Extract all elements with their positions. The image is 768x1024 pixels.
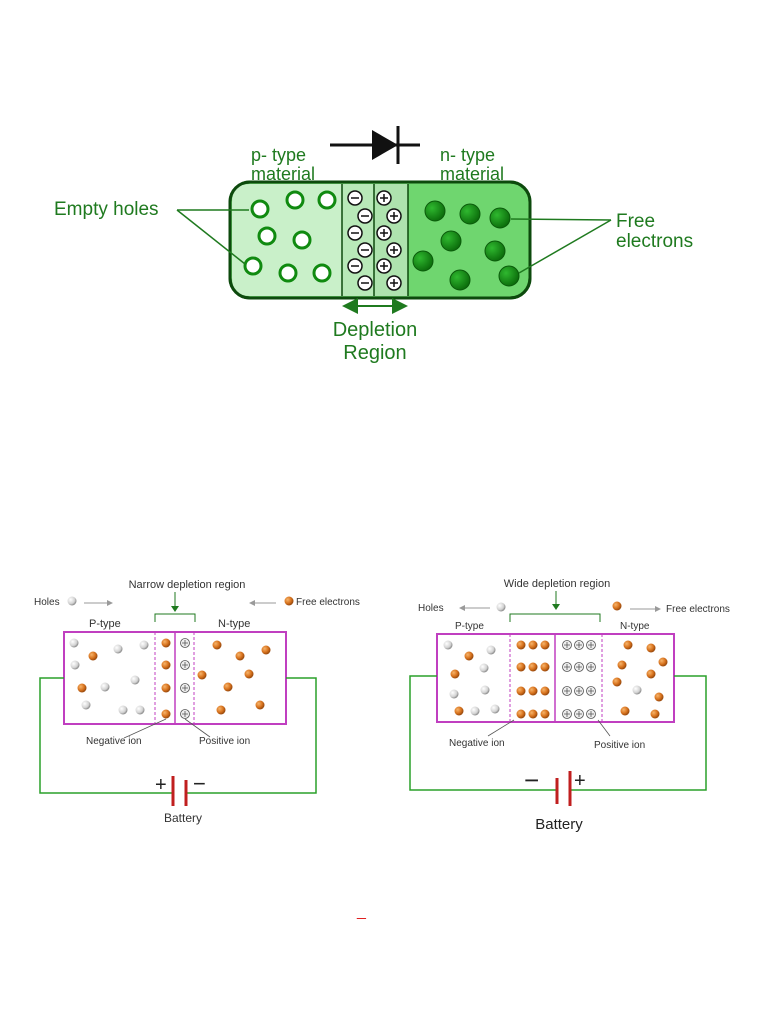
reverse-plus-sign: + <box>574 770 586 792</box>
hole <box>257 226 277 246</box>
positive-ion-label: Positive ion <box>199 736 250 747</box>
forward-holes <box>69 638 149 715</box>
reverse-positive-ions <box>562 640 596 719</box>
depletion-region-label-line1: Depletion <box>333 319 418 341</box>
negative-ion-label: Negative ion <box>86 736 142 747</box>
free-electrons-label: Free electrons <box>666 604 730 615</box>
positive-ion-icon <box>386 275 402 291</box>
reverse-electrons <box>450 640 668 719</box>
positive-ion-icon <box>376 190 392 206</box>
hole <box>243 256 263 276</box>
negative-ion-label: Negative ion <box>449 738 505 749</box>
hole <box>285 190 305 210</box>
p-type-label: P-type <box>455 621 484 632</box>
reverse-bias-diagram: Wide depletion region Holes Free electro… <box>409 578 730 833</box>
hole <box>317 190 337 210</box>
p-type-label: P-type <box>89 618 121 630</box>
negative-ion-icon <box>357 242 373 258</box>
n-type-label-line2: material <box>440 164 504 184</box>
negative-ion-icon <box>357 275 373 291</box>
hole <box>312 263 332 283</box>
reverse-holes <box>443 640 642 716</box>
free-electrons-label-line2: electrons <box>616 231 693 252</box>
n-type-label: N-type <box>620 621 650 632</box>
n-type-label-line1: n- type <box>440 145 495 165</box>
negative-ion-icon <box>347 190 363 206</box>
forward-wire-right <box>187 677 317 794</box>
reverse-battery-icon <box>555 771 572 806</box>
electron <box>459 203 481 225</box>
electron <box>424 200 446 222</box>
free-electrons-label: Free electrons <box>296 597 360 608</box>
forward-battery-icon <box>171 776 188 806</box>
depletion-region-label-line2: Region <box>343 342 406 364</box>
positive-ion-icon <box>386 208 402 224</box>
electron <box>412 250 434 272</box>
reverse-wire-right <box>571 675 707 791</box>
electron <box>449 269 471 291</box>
hole-legend-icon <box>67 596 77 606</box>
free-electrons-group <box>412 200 520 291</box>
electron <box>440 230 462 252</box>
positive-ion-icon <box>386 242 402 258</box>
narrow-depletion-title: Narrow depletion region <box>129 579 246 591</box>
hole <box>278 263 298 283</box>
free-electrons-leader <box>518 219 612 274</box>
positive-ion-label: Positive ion <box>594 740 645 751</box>
pn-junction-diagram: p- type material n- type material <box>54 126 693 364</box>
diode-symbol-icon <box>330 126 420 164</box>
forward-positive-ions <box>180 638 190 719</box>
electron <box>489 207 511 229</box>
forward-wire-left <box>39 677 172 794</box>
empty-holes-leader <box>176 209 246 265</box>
empty-holes-group <box>243 190 337 283</box>
hole <box>292 230 312 250</box>
reverse-minus-sign: − <box>524 765 539 795</box>
negative-ion-icon <box>357 208 373 224</box>
p-type-label-line2: material <box>251 164 315 184</box>
electron <box>498 265 520 287</box>
forward-minus-sign: − <box>193 771 206 796</box>
electron-legend-icon <box>612 601 622 611</box>
p-type-label-line1: p- type <box>251 145 306 165</box>
negative-ion-icon <box>347 225 363 241</box>
holes-label: Holes <box>34 597 60 608</box>
forward-plus-sign: + <box>155 774 167 796</box>
negative-ions-group <box>347 190 373 291</box>
wide-depletion-title: Wide depletion region <box>504 578 610 590</box>
electron-legend-icon <box>284 596 294 606</box>
positive-ions-group <box>376 190 402 291</box>
empty-holes-label: Empty holes <box>54 199 159 220</box>
forward-negative-ions <box>161 638 171 719</box>
forward-electrons <box>77 640 271 715</box>
hole <box>250 199 270 219</box>
reverse-battery-label: Battery <box>535 816 583 833</box>
reverse-wire-left <box>409 675 556 791</box>
n-type-label: N-type <box>218 618 250 630</box>
negative-ion-icon <box>347 258 363 274</box>
free-electrons-leader <box>510 218 612 221</box>
reverse-negative-ions <box>516 640 550 719</box>
positive-ion-icon <box>376 258 392 274</box>
hole-legend-icon <box>496 602 506 612</box>
forward-battery-label: Battery <box>164 811 202 825</box>
forward-bias-diagram: Narrow depletion region Holes Free elect… <box>34 579 360 825</box>
positive-ion-icon <box>376 225 392 241</box>
free-electrons-label-line1: Free <box>616 211 655 232</box>
electron <box>484 240 506 262</box>
footer-mark: _ <box>356 903 367 920</box>
holes-label: Holes <box>418 603 444 614</box>
